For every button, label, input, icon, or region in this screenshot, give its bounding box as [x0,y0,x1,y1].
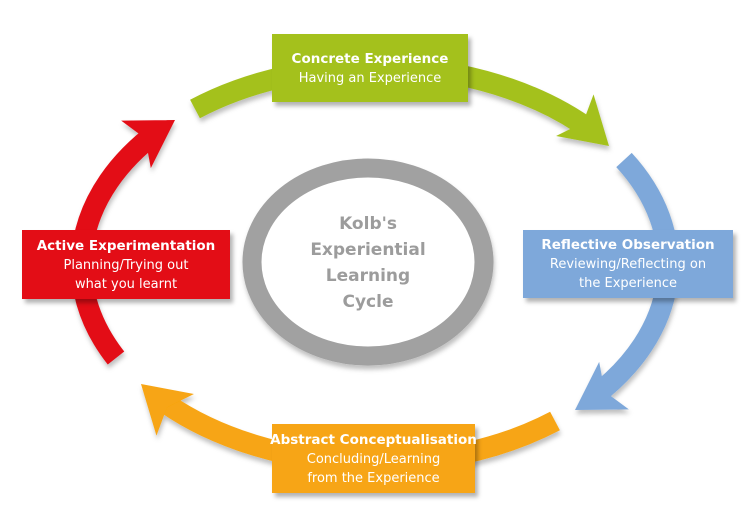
stage-subtitle-line: from the Experience [307,470,440,486]
stage-box-concrete-experience [272,34,468,102]
diagram-title-line: Kolb's [339,214,397,234]
arrow-reflective-to-abstract-head [575,361,629,410]
arrow-abstract-to-active-head [141,384,194,436]
stage-box-reflective-observation [523,230,733,298]
arrow-concrete-to-reflective-head [556,94,609,146]
center-ring [242,158,494,366]
stage-title: Abstract Conceptualisation [270,431,477,448]
arrow-active-to-concrete-head [121,120,175,169]
diagram-title-line: Learning [325,266,411,286]
diagram-title-line: Cycle [342,292,394,312]
stage-subtitle-line: Planning/Trying out [63,257,189,273]
stage-title: Reflective Observation [541,237,715,253]
stage-title: Concrete Experience [291,50,449,67]
stage-subtitle-line: what you learnt [74,276,178,292]
diagram-title: Kolb's Experiential Learning Cycle [258,211,478,315]
stage-subtitle-line: the Experience [579,276,677,291]
stage-subtitle-line: Having an Experience [298,70,442,86]
diagram-title-line: Experiential [310,240,426,260]
stage-subtitle-line: Reviewing/Reflecting on [549,257,707,272]
stage-subtitle-line: Concluding/Learning [306,451,441,467]
stage-abstract-conceptualisation: Abstract Conceptualisation Concluding/Le… [270,424,477,493]
stage-concrete-experience: Concrete Experience Having an Experience [272,34,468,102]
stage-active-experimentation: Active Experimentation Planning/Trying o… [22,230,230,299]
stage-title: Active Experimentation [36,237,216,254]
stage-box-abstract-conceptualisation [272,424,475,493]
stage-reflective-observation: Reflective Observation Reviewing/Reflect… [523,230,733,298]
stage-box-active-experimentation [22,230,230,299]
